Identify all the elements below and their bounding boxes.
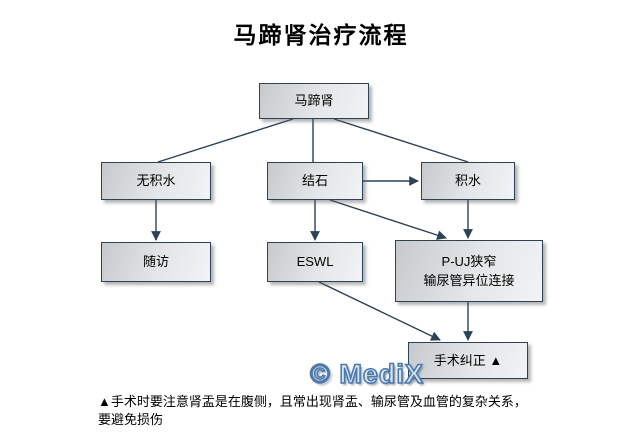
flow-node-no-hydronephrosis: 无积水 [101,162,211,200]
node-label: 无积水 [136,173,176,189]
node-label: 随访 [142,254,169,270]
flow-node-surgical-correction: 手术纠正 ▲ [408,342,528,379]
footnote-line-1: ▲手术时要注意肾盂是在腹侧，且常出现肾盂、输尿管及血管的复杂关系， [98,394,527,409]
flow-node-hydronephrosis: 积水 [421,162,515,200]
page-title: 马蹄肾治疗流程 [233,22,409,48]
node-label-line2: 输尿管异位连接 [423,273,515,288]
edge-horseshoe-hydro [333,118,469,163]
node-label-line1: P-UJ狭窄 [441,253,497,269]
flow-node-eswl: ESWL [267,242,363,282]
node-label: 结石 [301,173,328,189]
flow-node-puj-stenosis: P-UJ狭窄 输尿管异位连接 [395,240,543,302]
flow-node-horseshoe-kidney: 马蹄肾 [259,83,369,119]
edge-stone-puj [329,199,447,240]
edge-horseshoe-nohydro [157,118,294,163]
footnote: ▲手术时要注意肾盂是在腹侧，且常出现肾盂、输尿管及血管的复杂关系， 要避免损伤 [98,393,568,429]
flow-node-followup: 随访 [101,242,211,282]
footnote-line-2: 要避免损伤 [98,412,164,427]
node-label: 手术纠正 ▲ [433,352,503,368]
flow-node-stone: 结石 [267,162,363,200]
node-label: 马蹄肾 [294,93,334,109]
medix-watermark: © MediX [309,358,424,390]
node-label: ESWL [296,254,334,270]
node-label: 积水 [454,173,481,189]
edge-eswl-surgery [318,281,441,341]
